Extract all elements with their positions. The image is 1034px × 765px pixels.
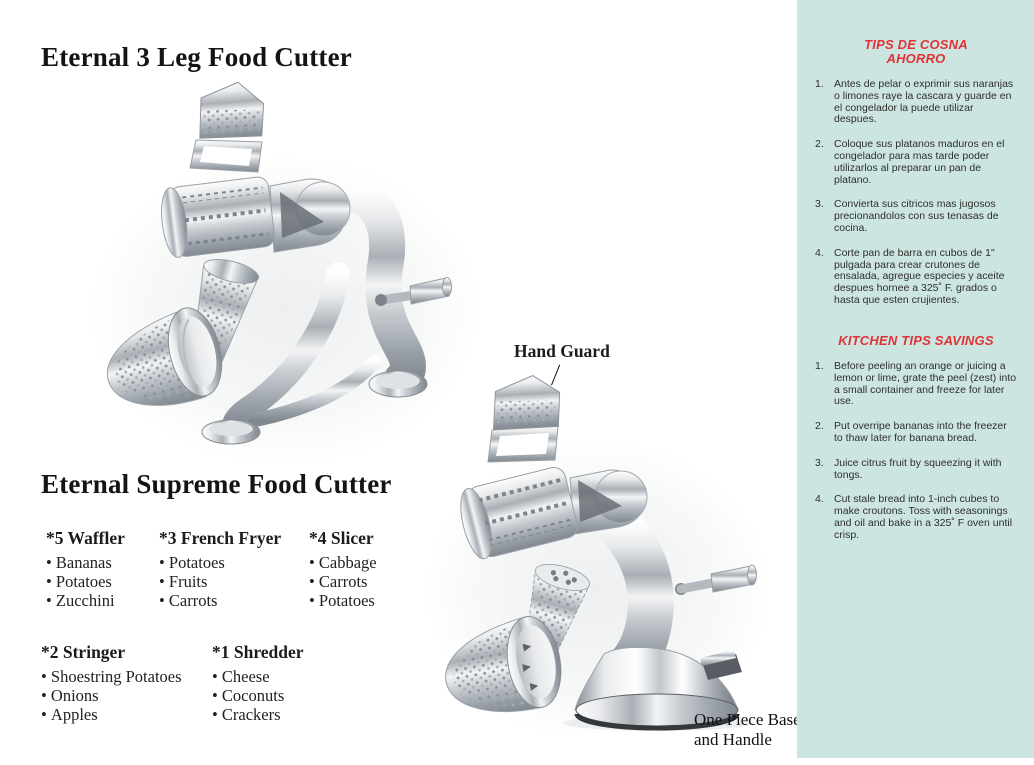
tip-text: Before peeling an orange or juicing a le…: [834, 360, 1017, 408]
tip-number: 1.: [815, 360, 824, 372]
spanish-tips-title: TIPS DE COSNA AHORRO: [864, 37, 968, 66]
tip-text: Antes de pelar o exprimir sus naranjas o…: [834, 78, 1014, 126]
cone-group-shredder: *1 Shredder Cheese Coconuts Crackers: [212, 642, 304, 724]
tip-number: 4.: [815, 246, 824, 259]
cone-group-item: Cabbage: [309, 553, 377, 572]
tip-number: 1.: [815, 78, 824, 90]
tip-text: Coloque sus platanos maduros en el conge…: [834, 138, 1005, 186]
tip-text: Juice citrus fruit by squeezing it with …: [834, 456, 1002, 481]
cone-group-item: Shoestring Potatoes: [41, 667, 182, 686]
spanish-tips-section: TIPS DE COSNA AHORRO 1. Antes de pelar o…: [815, 38, 1017, 320]
cone-group-heading: *3 French Fryer: [159, 528, 282, 548]
cone-group-item: Potatoes: [159, 553, 281, 572]
page-title-3-leg-cutter: Eternal 3 Leg Food Cutter: [41, 42, 352, 72]
cone-group-french-fryer: *3 French Fryer Potatoes Fruits Carrots: [159, 528, 281, 610]
tip-number: 3.: [815, 456, 824, 469]
cone-group-heading: *2 Stringer: [41, 642, 126, 662]
tip-text: Cut stale bread into 1-inch cubes to mak…: [834, 493, 1013, 541]
cone-group-heading: *5 Waffler: [46, 528, 125, 548]
tip-text: Corte pan de barra en cubos de 1" pulgad…: [834, 246, 1005, 306]
english-tips-section: KITCHEN TIPS SAVINGS 1. Before peeling a…: [815, 334, 1017, 555]
english-tip-item: 2. Put overripe bananas into the freezer…: [815, 420, 1017, 445]
spanish-tip-item: 3. Convierta sus citricos mas jugosos pr…: [815, 198, 1017, 234]
cone-group-item: Coconuts: [212, 686, 304, 705]
cone-group-item: Carrots: [159, 591, 281, 610]
english-tip-item: 1. Before peeling an orange or juicing a…: [815, 360, 1017, 408]
cone-group-item: Fruits: [159, 572, 281, 591]
cone-group-waffler: *5 Waffler Bananas Potatoes Zucchini: [46, 528, 125, 610]
cone-group-item: Bananas: [46, 553, 125, 572]
product-photo-supreme-cutter: [426, 375, 766, 734]
cone-group-heading: *4 Slicer: [309, 528, 374, 548]
tip-text: Put overripe bananas into the freezer to…: [834, 420, 1007, 444]
cone-group-item: Crackers: [212, 705, 304, 724]
tip-number: 2.: [815, 138, 824, 151]
english-tips-title: KITCHEN TIPS SAVINGS: [838, 333, 994, 348]
product-photo-3-leg-cutter: [90, 81, 480, 466]
english-tip-item: 3. Juice citrus fruit by squeezing it wi…: [815, 456, 1017, 482]
english-tip-item: 4. Cut stale bread into 1-inch cubes to …: [815, 493, 1017, 541]
hand-guard-label: Hand Guard: [514, 341, 610, 361]
page-title-supreme-cutter: Eternal Supreme Food Cutter: [41, 469, 392, 499]
cone-group-item: Potatoes: [309, 591, 377, 610]
spanish-tip-item: 2. Coloque sus platanos maduros en el co…: [815, 138, 1017, 186]
spanish-tip-item: 1. Antes de pelar o exprimir sus naranja…: [815, 78, 1017, 126]
cone-group-slicer: *4 Slicer Cabbage Carrots Potatoes: [309, 528, 377, 610]
cone-group-item: Zucchini: [46, 591, 125, 610]
cone-group-item: Apples: [41, 705, 182, 724]
tip-text: Convierta sus citricos mas jugosos preci…: [834, 198, 999, 234]
tip-number: 3.: [815, 198, 824, 211]
cone-group-stringer: *2 Stringer Shoestring Potatoes Onions A…: [41, 642, 182, 724]
cone-group-heading: *1 Shredder: [212, 642, 304, 662]
one-piece-base-label: One Piece Base and Handle: [694, 710, 801, 749]
tip-number: 4.: [815, 493, 824, 506]
tip-number: 2.: [815, 420, 824, 433]
cone-group-item: Onions: [41, 686, 182, 705]
cone-group-item: Potatoes: [46, 572, 125, 591]
cone-group-item: Cheese: [212, 667, 304, 686]
tips-sidebar: TIPS DE COSNA AHORRO 1. Antes de pelar o…: [797, 0, 1034, 758]
cone-group-item: Carrots: [309, 572, 377, 591]
spanish-tip-item: 4. Corte pan de barra en cubos de 1" pul…: [815, 246, 1017, 307]
